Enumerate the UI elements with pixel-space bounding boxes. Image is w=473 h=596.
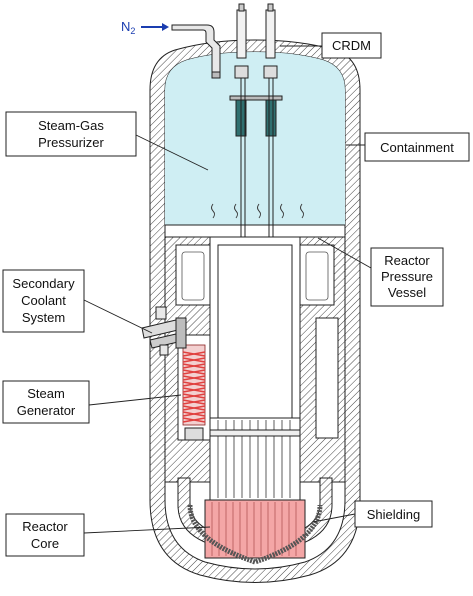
crdm-label: CRDM [332,38,371,53]
sg-label-line2: Generator [17,403,76,418]
core-label-line1: Reactor [22,519,68,534]
label-pressurizer: Steam-Gas Pressurizer [5,111,209,171]
label-secondary-coolant: Secondary Coolant System [2,269,153,334]
shielding-layers [187,504,323,565]
n2-subscript: 2 [130,26,135,36]
n2-label: N2 [121,19,135,36]
pressurizer-label-line2: Pressurizer [38,135,104,150]
steam-wisps [211,203,304,219]
sg-label-line1: Steam [27,386,65,401]
secondary-label-line3: System [22,310,65,325]
label-containment: Containment [346,132,470,162]
n2-arrow [141,23,169,31]
containment-label: Containment [380,140,454,155]
rpv-label-line3: Vessel [388,285,426,300]
label-rpv: Reactor Pressure Vessel [317,237,444,307]
steam-generator [177,334,211,441]
pressurizer-gas-space [165,52,345,226]
label-steam-generator: Steam Generator [2,380,182,424]
shielding-label: Shielding [367,507,421,522]
pressurizer-label-line1: Steam-Gas [38,118,104,133]
rpv-label-line1: Reactor [384,253,430,268]
rpv-label-line2: Pressure [381,269,433,284]
secondary-label-line2: Coolant [21,293,66,308]
core-label-line2: Core [31,536,59,551]
n2-inlet: N2 [121,19,221,79]
core-region [187,417,323,565]
gas-space-fill [165,52,345,225]
secondary-coolant-nozzles [141,306,187,356]
sg-coil [182,351,206,423]
secondary-label-line1: Secondary [12,276,75,291]
label-crdm: CRDM [280,32,382,59]
label-reactor-core: Reactor Core [5,513,211,557]
label-shielding: Shielding [312,500,433,528]
